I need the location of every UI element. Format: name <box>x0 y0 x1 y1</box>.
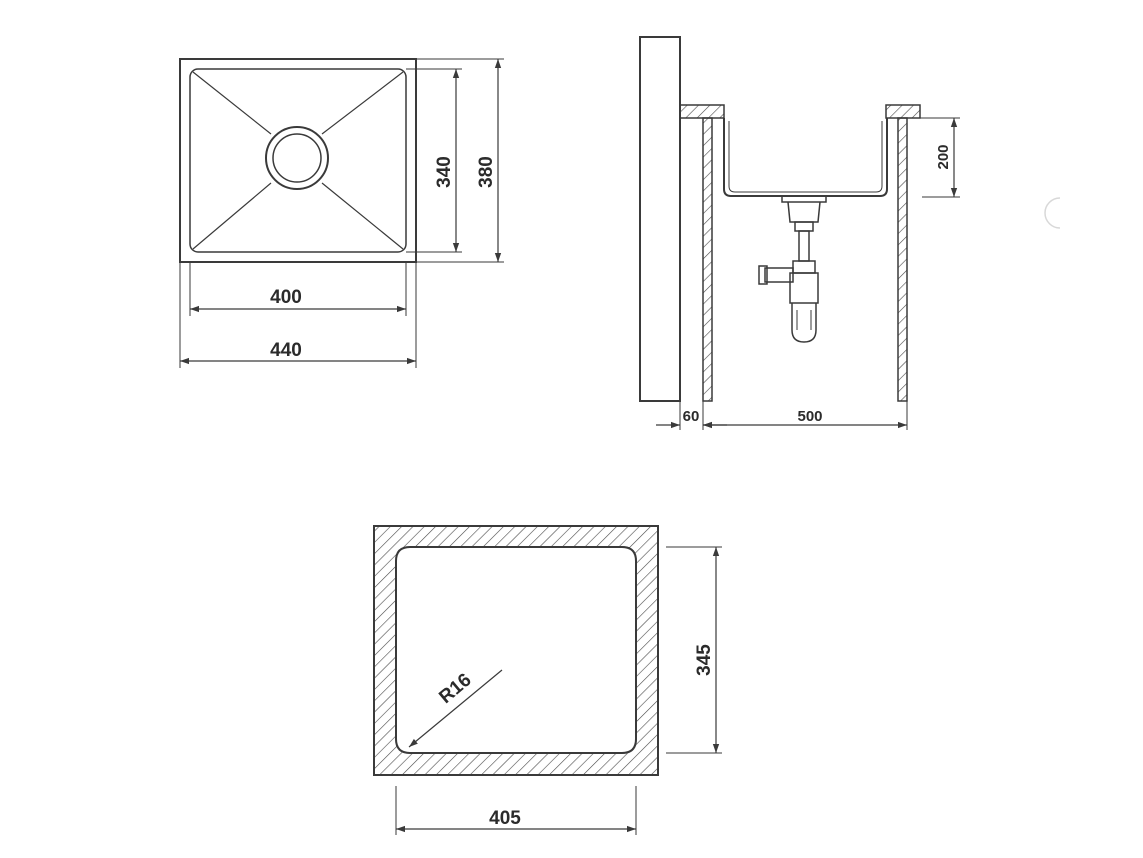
bowl-slope-line <box>192 71 272 135</box>
drain-tailpiece <box>787 201 821 223</box>
dim-bowl-depth: 200 <box>935 144 952 169</box>
dim-cutout-depth: 345 <box>694 644 715 676</box>
cabinet-side-left <box>702 117 713 402</box>
cutout-view: R16 345 405 <box>373 525 722 835</box>
overflow-connector-cap <box>758 265 768 285</box>
dim-outer-width: 440 <box>270 340 302 361</box>
sink-bowl-profile <box>723 118 888 197</box>
drain-nut <box>794 221 814 232</box>
drain-inner-ring <box>272 133 322 183</box>
edge-scroll-indicator <box>1044 197 1061 229</box>
dim-wall-gap: 60 <box>683 408 700 425</box>
back-wall <box>639 36 681 402</box>
drain-outer-ring <box>265 126 329 190</box>
bowl-slope-line <box>321 182 404 250</box>
dim-cabinet-width: 500 <box>797 408 822 425</box>
radius-leader <box>408 669 503 748</box>
sink-bowl-inner-profile <box>728 121 883 193</box>
dim-cutout-width: 405 <box>489 808 521 829</box>
overflow-connector <box>764 267 794 283</box>
trap-body-top <box>789 272 819 304</box>
dim-inner-width: 400 <box>270 287 302 308</box>
counter-hatch-frame <box>373 525 659 776</box>
countertop-left <box>679 104 725 119</box>
drain-flange <box>781 195 827 203</box>
dim-corner-radius: R16 <box>435 670 475 708</box>
siphon-trap <box>758 195 827 343</box>
bowl-slope-line <box>192 182 272 250</box>
top-view: 400 440 340 380 <box>179 58 504 368</box>
dim-inner-depth: 340 <box>434 156 455 188</box>
drain-pipe <box>798 230 810 262</box>
sink-outer-rim <box>179 58 417 263</box>
bowl-slope-line <box>321 71 404 135</box>
cabinet-side-right <box>897 117 908 402</box>
sink-inner-bowl <box>189 68 407 253</box>
countertop-right <box>885 104 921 119</box>
dim-outer-depth: 380 <box>476 156 497 188</box>
trap-cup <box>791 303 817 343</box>
trap-nut <box>792 260 816 274</box>
side-view: 200 60 500 <box>639 36 960 430</box>
cutout-opening <box>395 546 637 754</box>
